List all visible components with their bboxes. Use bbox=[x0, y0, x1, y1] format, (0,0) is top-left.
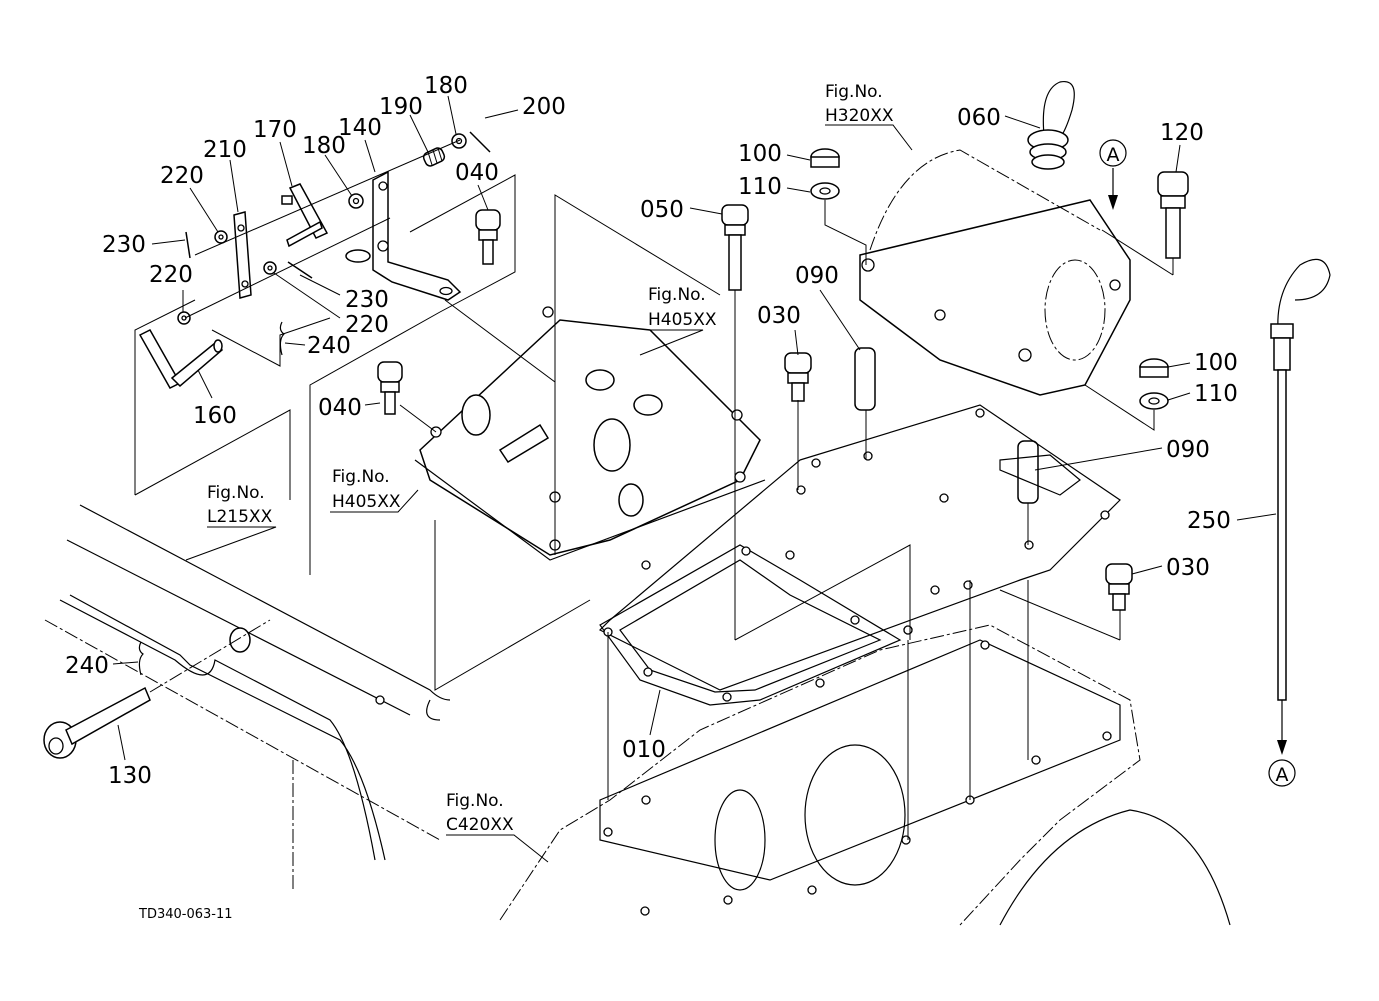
figure-ref-h405-left[interactable]: Fig.No. H405XX bbox=[332, 467, 401, 512]
part-label-100[interactable]: 100 bbox=[738, 141, 782, 167]
svg-text:C420XX: C420XX bbox=[446, 815, 514, 835]
reference-mark-a-top: A bbox=[1099, 139, 1127, 167]
svg-text:Fig.No.: Fig.No. bbox=[332, 467, 390, 487]
part-label-180[interactable]: 180 bbox=[424, 73, 468, 99]
leader-lines bbox=[112, 95, 1277, 863]
part-label-170[interactable]: 170 bbox=[253, 117, 297, 143]
part-label-100[interactable]: 100 bbox=[1194, 350, 1238, 376]
svg-text:Fig.No.: Fig.No. bbox=[207, 483, 265, 503]
drawing-id: TD340-063-11 bbox=[138, 907, 233, 922]
part-label-130[interactable]: 130 bbox=[108, 763, 152, 789]
stud-090-b bbox=[1017, 440, 1039, 504]
svg-text:H320XX: H320XX bbox=[825, 106, 894, 126]
svg-text:A: A bbox=[1276, 764, 1289, 786]
part-label-110[interactable]: 110 bbox=[1194, 381, 1238, 407]
part-label-200[interactable]: 200 bbox=[522, 94, 566, 120]
bolt-050 bbox=[721, 204, 749, 291]
part-label-230[interactable]: 230 bbox=[102, 232, 146, 258]
part-label-140[interactable]: 140 bbox=[338, 115, 382, 141]
pin-160 bbox=[138, 329, 224, 389]
part-label-040[interactable]: 040 bbox=[455, 160, 499, 186]
part-label-250[interactable]: 250 bbox=[1187, 508, 1231, 534]
part-label-190[interactable]: 190 bbox=[379, 94, 423, 120]
part-label-220[interactable]: 220 bbox=[149, 262, 193, 288]
bracket-140 bbox=[372, 170, 462, 301]
bolt-040-b bbox=[377, 361, 403, 415]
part-label-090[interactable]: 090 bbox=[1166, 437, 1210, 463]
svg-text:Fig.No.: Fig.No. bbox=[648, 285, 706, 305]
dipstick-250 bbox=[1270, 258, 1331, 755]
svg-text:L215XX: L215XX bbox=[207, 507, 273, 527]
part-label-110[interactable]: 110 bbox=[738, 174, 782, 200]
part-label-060[interactable]: 060 bbox=[957, 105, 1001, 131]
figure-ref-h405-top[interactable]: Fig.No. H405XX bbox=[648, 285, 717, 330]
link-210 bbox=[233, 211, 252, 299]
part-label-050[interactable]: 050 bbox=[640, 197, 684, 223]
line-art bbox=[43, 80, 1331, 926]
svg-text:A: A bbox=[1107, 144, 1120, 166]
bolt-040-a bbox=[475, 209, 501, 265]
part-label-240[interactable]: 240 bbox=[307, 333, 351, 359]
part-label-240[interactable]: 240 bbox=[65, 653, 109, 679]
part-label-120[interactable]: 120 bbox=[1160, 120, 1204, 146]
part-labels: 010 030 030 040 040 050 060 090 090 100 … bbox=[65, 73, 1238, 789]
part-label-210[interactable]: 210 bbox=[203, 137, 247, 163]
housing-c420 bbox=[499, 624, 1231, 926]
part-label-180[interactable]: 180 bbox=[302, 133, 346, 159]
pin-130 bbox=[43, 619, 271, 759]
part-label-030[interactable]: 030 bbox=[757, 303, 801, 329]
svg-text:H405XX: H405XX bbox=[332, 492, 401, 512]
stud-090-a bbox=[854, 347, 876, 411]
part-label-230[interactable]: 230 bbox=[345, 287, 389, 313]
cover-h320 bbox=[859, 149, 1131, 396]
part-label-040[interactable]: 040 bbox=[318, 395, 362, 421]
part-label-220[interactable]: 220 bbox=[160, 163, 204, 189]
figure-ref-l215[interactable]: Fig.No. L215XX bbox=[207, 483, 273, 527]
svg-text:H405XX: H405XX bbox=[648, 310, 717, 330]
breather-060 bbox=[1027, 80, 1075, 170]
reference-mark-a-bottom: A bbox=[1268, 759, 1296, 787]
bolt-030-b bbox=[1105, 563, 1133, 611]
svg-text:Fig.No.: Fig.No. bbox=[446, 791, 504, 811]
part-label-160[interactable]: 160 bbox=[193, 403, 237, 429]
part-label-090[interactable]: 090 bbox=[795, 263, 839, 289]
part-label-220[interactable]: 220 bbox=[345, 312, 389, 338]
figure-ref-h320[interactable]: Fig.No. H320XX bbox=[825, 82, 894, 126]
bolt-120 bbox=[1157, 171, 1189, 259]
part-label-010[interactable]: 010 bbox=[622, 737, 666, 763]
svg-text:Fig.No.: Fig.No. bbox=[825, 82, 883, 102]
frame-l215 bbox=[44, 504, 451, 890]
figure-ref-c420[interactable]: Fig.No. C420XX bbox=[446, 791, 514, 835]
part-label-030[interactable]: 030 bbox=[1166, 555, 1210, 581]
bolt-030-a bbox=[784, 352, 812, 402]
spring-190 bbox=[422, 147, 446, 167]
valve-body-h405 bbox=[414, 306, 766, 561]
